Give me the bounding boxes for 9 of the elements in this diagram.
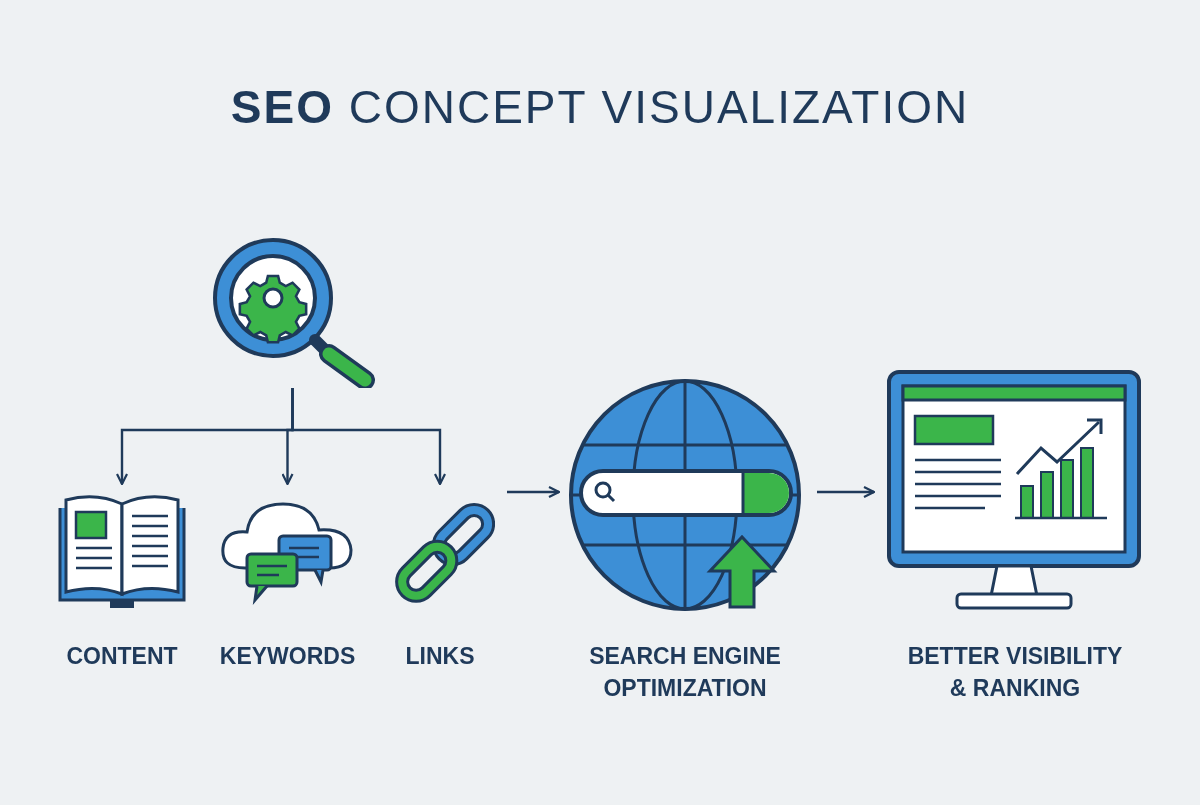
node-label: CONTENT bbox=[65, 642, 179, 671]
diagram-title: SEO CONCEPT VISUALIZATION bbox=[229, 80, 971, 134]
node-label: LINKS bbox=[404, 642, 476, 671]
arrow bbox=[507, 485, 561, 499]
arrow bbox=[291, 388, 447, 486]
node-label: SEARCH ENGINE OPTIMIZATION bbox=[588, 642, 782, 703]
node-label: BETTER VISIBILITY & RANKING bbox=[906, 642, 1124, 703]
arrow bbox=[817, 485, 876, 499]
node-label: KEYWORDS bbox=[218, 642, 357, 671]
